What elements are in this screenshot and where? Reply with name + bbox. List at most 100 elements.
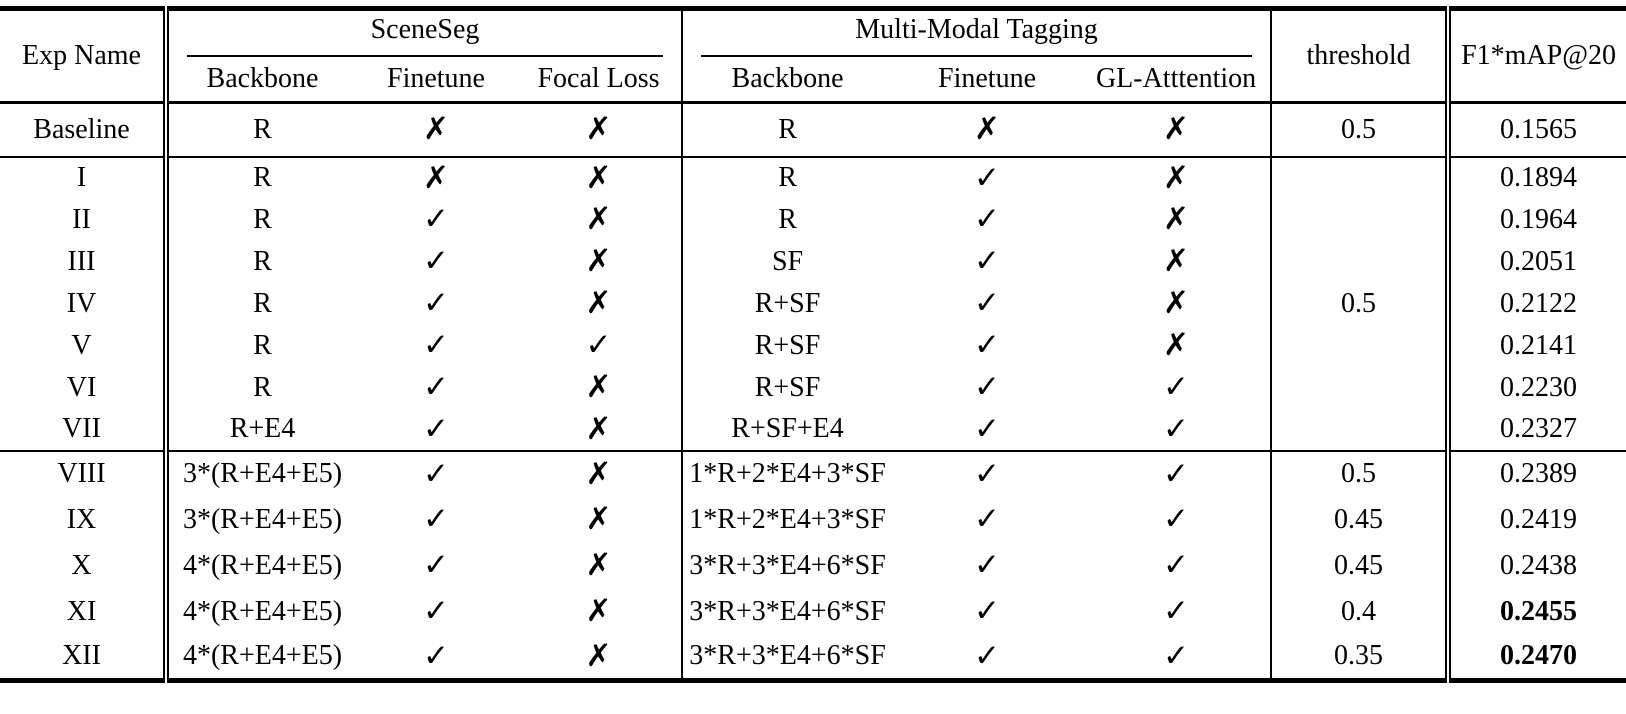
ss-finetune-header: Finetune xyxy=(387,62,485,94)
check-icon: ✓ xyxy=(974,159,1001,196)
multimodal-group-title: Multi-Modal Tagging xyxy=(701,12,1253,57)
check-icon: ✓ xyxy=(423,285,449,321)
check-icon: ✓ xyxy=(974,410,1001,447)
mmt-backbone-cell: R xyxy=(778,162,797,193)
f1-map-cell: 0.2438 xyxy=(1500,549,1578,581)
cross-icon: ✗ xyxy=(423,111,449,148)
exp-name-cell: V xyxy=(0,324,169,367)
ablation-results-table: Exp Name SceneSeg Multi-Modal Tagging th… xyxy=(0,6,1626,683)
mmt-backbone-cell: 1*R+2*E4+3*SF xyxy=(689,503,886,535)
mmt-backbone-cell: 3*R+3*E4+6*SF xyxy=(689,640,886,672)
cross-icon: ✗ xyxy=(516,542,684,589)
mmt-backbone-cell: SF xyxy=(771,245,804,277)
ss-backbone-header: Backbone xyxy=(206,62,319,94)
check-icon: ✓ xyxy=(423,637,449,674)
exp-name-cell: XI xyxy=(0,588,169,635)
threshold-cell: 0.45 xyxy=(1271,542,1452,589)
mmt-backbone-cell: R xyxy=(778,203,797,235)
ss-backbone-cell: 3*(R+E4+E5) xyxy=(182,458,343,489)
exp-name-cell: X xyxy=(0,542,169,589)
exp-name-header: Exp Name xyxy=(0,8,169,103)
ss-backbone-cell: R+E4 xyxy=(229,413,296,444)
cross-icon: ✗ xyxy=(1082,156,1273,199)
check-icon: ✓ xyxy=(974,285,1001,321)
threshold-header: threshold xyxy=(1271,8,1452,103)
cross-icon: ✗ xyxy=(516,240,684,283)
f1-map-cell: 0.1964 xyxy=(1500,203,1578,235)
f1-map-cell: 0.2141 xyxy=(1500,329,1578,361)
ss-backbone-cell: R xyxy=(253,329,272,361)
cross-icon: ✗ xyxy=(516,496,684,543)
check-icon: ✓ xyxy=(974,501,1001,537)
multimodal-group-header: Multi-Modal Tagging xyxy=(682,8,1273,57)
cross-icon: ✗ xyxy=(516,156,684,199)
check-icon: ✓ xyxy=(974,593,1001,629)
check-icon: ✓ xyxy=(423,547,449,583)
threshold-cell: 0.35 xyxy=(1271,634,1452,681)
f1-map-cell: 0.1894 xyxy=(1500,162,1578,193)
check-icon: ✓ xyxy=(1082,450,1273,497)
table-header: Exp Name SceneSeg Multi-Modal Tagging th… xyxy=(0,8,1626,103)
ss-backbone-cell: R xyxy=(253,371,272,403)
check-icon: ✓ xyxy=(423,201,449,237)
threshold-merged-cell: 0.5 xyxy=(1271,156,1452,451)
mmt-backbone-cell: 1*R+2*E4+3*SF xyxy=(689,458,886,489)
check-icon: ✓ xyxy=(974,455,1001,492)
cross-icon: ✗ xyxy=(1082,324,1273,367)
check-icon: ✓ xyxy=(1082,496,1273,543)
cross-icon: ✗ xyxy=(974,111,1001,148)
check-icon: ✓ xyxy=(974,327,1001,363)
cross-icon: ✗ xyxy=(516,450,684,497)
f1-map-cell: 0.2389 xyxy=(1500,458,1578,489)
exp-name-cell: IV xyxy=(0,282,169,325)
mmt-glattention-header: GL-Atttention xyxy=(1082,56,1273,103)
mmt-backbone-cell: R xyxy=(778,113,797,145)
exp-name-cell: VII xyxy=(0,408,169,451)
check-icon: ✓ xyxy=(423,593,449,629)
check-icon: ✓ xyxy=(1082,542,1273,589)
exp-name-cell: III xyxy=(0,240,169,283)
check-icon: ✓ xyxy=(974,637,1001,674)
exp-name-cell: IX xyxy=(0,496,169,543)
mmt-backbone-cell: R+SF xyxy=(754,371,821,403)
check-icon: ✓ xyxy=(974,201,1001,237)
threshold-cell: 0.5 xyxy=(1271,450,1452,497)
ss-backbone-cell: R xyxy=(253,203,272,235)
f1-map-cell: 0.2122 xyxy=(1500,287,1578,319)
mmt-backbone-cell: R+SF xyxy=(754,287,821,319)
check-icon: ✓ xyxy=(1082,634,1273,681)
mmt-backbone-cell: 3*R+3*E4+6*SF xyxy=(689,595,886,627)
exp-name-cell: XII xyxy=(0,634,169,681)
check-icon: ✓ xyxy=(516,324,684,367)
threshold-cell: 0.5 xyxy=(1271,102,1452,157)
ss-backbone-cell: R xyxy=(253,162,272,193)
cross-icon: ✗ xyxy=(516,366,684,409)
check-icon: ✓ xyxy=(423,501,449,537)
ss-backbone-cell: 4*(R+E4+E5) xyxy=(182,549,343,581)
cross-icon: ✗ xyxy=(516,282,684,325)
cross-icon: ✗ xyxy=(1082,240,1273,283)
table-row: IV R ✓ ✗ R+SF ✓ ✗ 0.2122 xyxy=(0,282,1626,325)
f1-map-cell: 0.2455 xyxy=(1500,595,1578,627)
ss-backbone-cell: 4*(R+E4+E5) xyxy=(182,640,343,672)
ss-backbone-cell: R xyxy=(253,287,272,319)
exp-name-cell: VI xyxy=(0,366,169,409)
cross-icon: ✗ xyxy=(516,634,684,681)
cross-icon: ✗ xyxy=(1082,282,1273,325)
check-icon: ✓ xyxy=(423,369,449,405)
cross-icon: ✗ xyxy=(1082,102,1273,157)
mmt-backbone-header: Backbone xyxy=(731,62,844,94)
exp-name-cell: I xyxy=(0,156,169,199)
f1-map-cell: 0.2327 xyxy=(1500,413,1578,444)
f1-map-cell: 0.2230 xyxy=(1500,371,1578,403)
